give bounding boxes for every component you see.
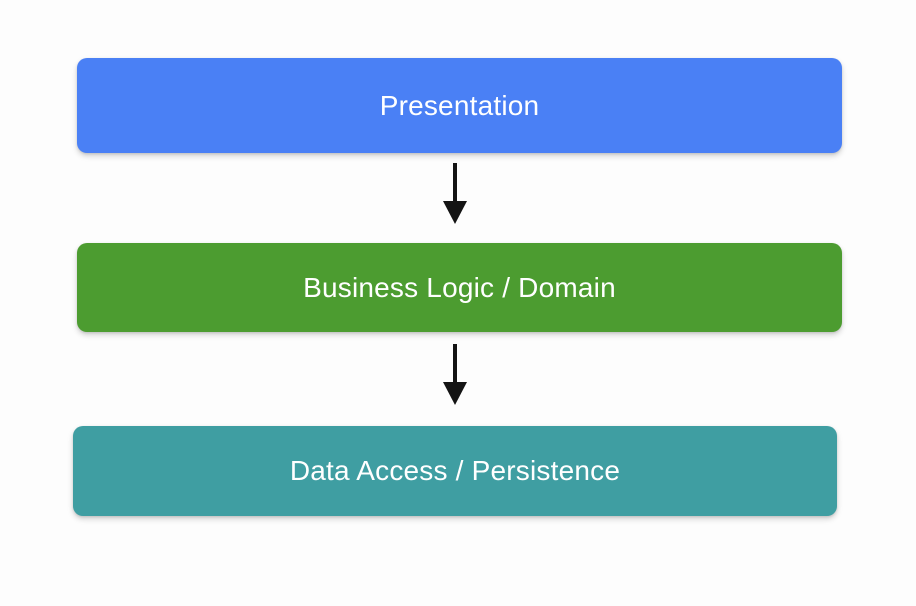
arrow-business-logic-to-data-access [435,344,475,406]
layer-box-presentation[interactable]: Presentation [77,58,842,153]
arrow-presentation-to-business-icon [443,163,467,224]
layer-label-presentation: Presentation [379,89,540,121]
layer-box-data-access[interactable]: Data Access / Persistence [73,426,837,516]
layer-label-business-logic: Business Logic / Domain [303,271,616,303]
layer-box-business-logic[interactable]: Business Logic / Domain [77,243,842,332]
layer-label-data-access: Data Access / Persistence [289,455,621,486]
arrow-presentation-to-business [435,163,475,225]
arrow-business-logic-to-data-access-icon [443,344,467,405]
